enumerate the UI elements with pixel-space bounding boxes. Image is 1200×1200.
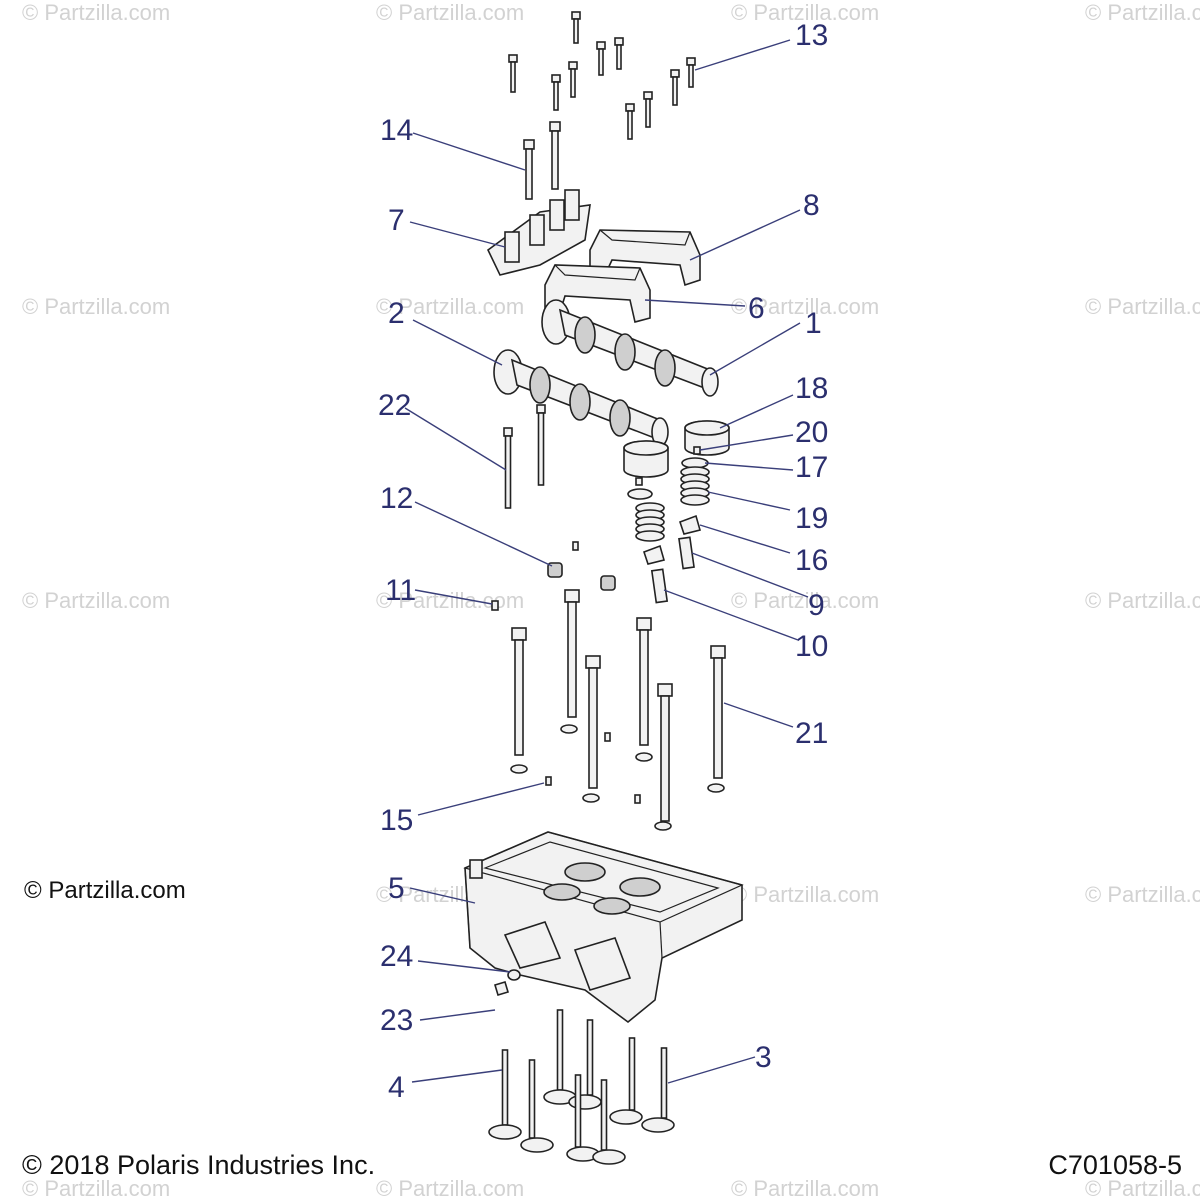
callout-13: 13 (795, 19, 828, 52)
valve-seals (642, 514, 701, 565)
callout-22: 22 (378, 389, 411, 422)
callout-14: 14 (380, 114, 413, 147)
callout-11: 11 (385, 574, 416, 607)
callout-4: 4 (388, 1071, 405, 1104)
cam-studs (503, 404, 546, 509)
valve-springs (635, 466, 710, 542)
callout-15: 15 (380, 804, 413, 837)
callout-16: 16 (795, 544, 828, 577)
callout-24: 24 (380, 940, 413, 973)
watermark-4: © Partzilla.com (22, 294, 170, 319)
watermark-6: © Partzilla.com (731, 294, 879, 319)
callout-1: 1 (805, 307, 822, 340)
camshaft-exhaust (493, 349, 669, 447)
valve-guides (650, 536, 695, 604)
watermark-layer: © Partzilla.com © Partzilla.com © Partzill… (22, 0, 1200, 1200)
watermark-11: © Partzilla.com (1085, 588, 1200, 613)
callout-19: 19 (795, 502, 828, 535)
callout-9: 9 (808, 589, 825, 622)
cam-carrier (486, 189, 591, 276)
valves (488, 1009, 675, 1165)
head-bolts (511, 589, 726, 822)
callout-3: 3 (755, 1041, 772, 1074)
valve-keepers-retainers (627, 446, 709, 500)
side-watermark-text: © Partzilla.com (24, 877, 186, 904)
watermark-18: © Partzilla.com (1085, 1176, 1200, 1200)
camshaft-intake (541, 299, 719, 397)
plug-and-washer (494, 969, 521, 996)
watermark-16: © Partzilla.com (376, 1176, 524, 1200)
leader-lines (404, 39, 809, 1084)
watermark-15: © Partzilla.com (22, 1176, 170, 1200)
cylinder-head (463, 831, 744, 1024)
head-bolt-washers (510, 724, 725, 831)
callout-23: 23 (380, 1004, 413, 1037)
callout-21: 21 (795, 717, 828, 750)
cam-cap-bolts (508, 11, 696, 140)
callout-2: 2 (388, 297, 405, 330)
callout-5: 5 (388, 872, 405, 905)
callout-20: 20 (795, 416, 828, 449)
callout-8: 8 (803, 189, 820, 222)
long-cam-bolts (523, 121, 561, 200)
watermark-8: © Partzilla.com (22, 588, 170, 613)
watermark-14: © Partzilla.com (1085, 882, 1200, 907)
watermark-9: © Partzilla.com (376, 588, 524, 613)
copyright-text: © 2018 Polaris Industries Inc. (22, 1150, 376, 1180)
watermark-1: © Partzilla.com (376, 0, 524, 25)
watermark-2: © Partzilla.com (731, 0, 879, 25)
watermark-3: © Partzilla.com (1085, 0, 1200, 25)
diagram-code: C701058-5 (1048, 1150, 1182, 1180)
callout-18: 18 (795, 372, 828, 405)
watermark-13: © Partzilla.com (731, 882, 879, 907)
callout-10: 10 (795, 630, 828, 663)
watermark-0: © Partzilla.com (22, 0, 170, 25)
callout-7: 7 (388, 204, 405, 237)
callout-17: 17 (795, 451, 828, 484)
watermark-5: © Partzilla.com (376, 294, 524, 319)
callout-12: 12 (380, 482, 413, 515)
callout-6: 6 (748, 292, 765, 325)
watermark-17: © Partzilla.com (731, 1176, 879, 1200)
watermark-7: © Partzilla.com (1085, 294, 1200, 319)
watermark-10: © Partzilla.com (731, 588, 879, 613)
